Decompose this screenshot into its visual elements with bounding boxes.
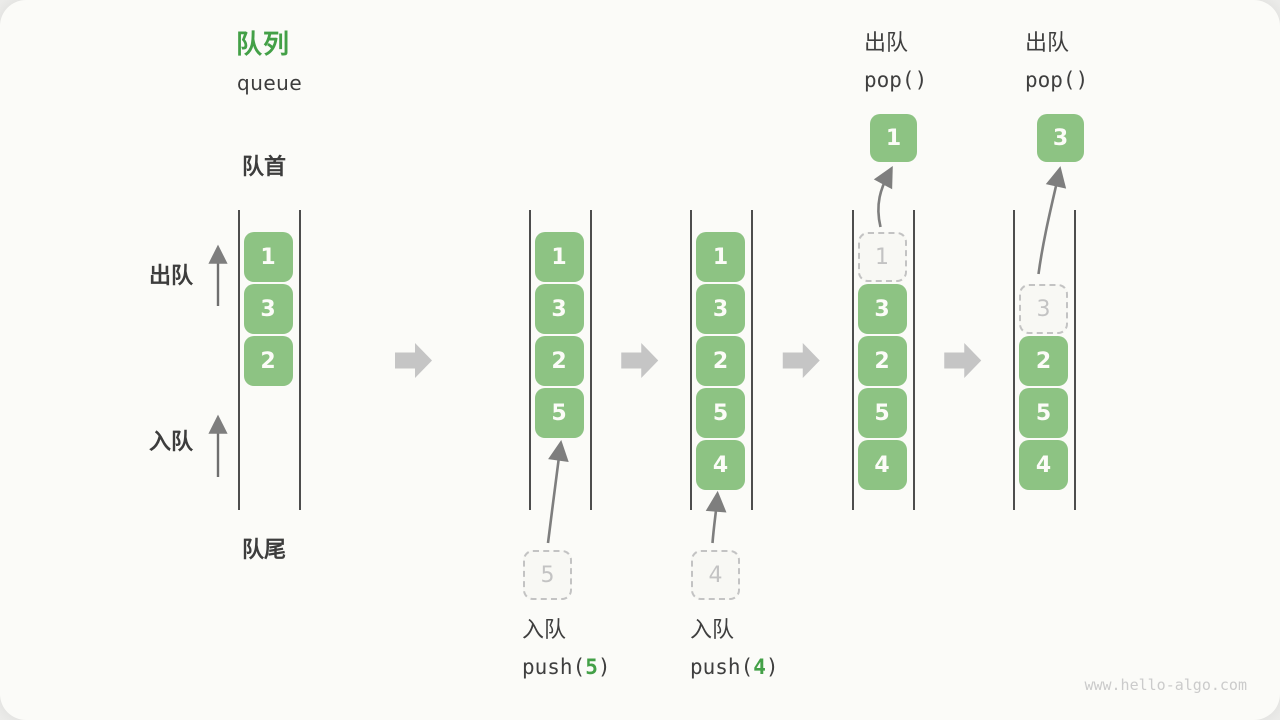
page-subtitle: queue [237, 71, 303, 95]
queue-2-right-wall [589, 210, 592, 510]
queue-5-box-4: 4 [1019, 440, 1068, 490]
watermark: www.hello-algo.com [1084, 676, 1247, 694]
push5-arrow-icon [546, 439, 569, 544]
flow-arrow-icon [782, 343, 820, 378]
queue-5-dashed-slot-3: 3 [1019, 284, 1068, 334]
flow-arrow-icon [944, 343, 982, 378]
staged-box-5: 5 [523, 550, 572, 600]
push5-code: push(5) [522, 657, 611, 678]
queue-4-left-wall [851, 210, 854, 510]
pop2-code: pop() [1025, 68, 1089, 92]
queue-3-box-4: 4 [696, 440, 745, 490]
label-dequeue-side: 出队 [149, 264, 194, 289]
push4-label: 入队 [690, 618, 735, 643]
queue-4-box-5: 5 [857, 388, 907, 438]
queue-4-right-wall [912, 210, 915, 510]
pop1-arrow-icon [873, 165, 893, 228]
queue-5-box-2: 2 [1019, 336, 1068, 386]
push4-arrow-icon [705, 490, 727, 544]
queue-1-box-3: 3 [243, 284, 293, 334]
push4-code-arg: 4 [753, 655, 766, 679]
popped-box-1: 1 [870, 114, 917, 162]
queue-4-dashed-slot-1: 1 [857, 232, 907, 282]
pop1-code: pop() [864, 68, 928, 92]
queue-4-box-2: 2 [857, 336, 907, 386]
push5-code-post: ) [597, 655, 611, 679]
queue-2-box-2: 2 [534, 336, 584, 386]
push4-code-post: ) [765, 655, 779, 679]
queue-2-left-wall [528, 210, 531, 510]
queue-4-box-3: 3 [857, 284, 907, 334]
label-queue-rear: 队尾 [242, 538, 287, 563]
page-title: 队列 [236, 30, 291, 60]
flow-arrow-icon [395, 343, 432, 378]
pop3-arrow-icon [1037, 166, 1067, 275]
queue-2-box-3: 3 [534, 284, 584, 334]
label-enqueue-side: 入队 [149, 430, 194, 455]
flow-arrow-icon [621, 343, 659, 378]
queue-4-box-4: 4 [857, 440, 907, 490]
queue-3-box-5: 5 [696, 388, 745, 438]
queue-3-right-wall [751, 210, 753, 510]
queue-5-box-5: 5 [1019, 388, 1068, 438]
queue-3-left-wall [690, 210, 692, 510]
queue-5-left-wall [1013, 210, 1015, 510]
queue-1-box-1: 1 [243, 232, 293, 282]
push4-code: push(4) [690, 657, 779, 678]
queue-1-right-wall [298, 210, 301, 510]
staged-box-4: 4 [691, 550, 740, 600]
queue-5-right-wall [1074, 210, 1076, 510]
queue-3-box-3: 3 [696, 284, 745, 334]
queue-1-box-2: 2 [243, 336, 293, 386]
push5-code-arg: 5 [585, 655, 598, 679]
queue-3-box-1: 1 [696, 232, 745, 282]
push5-code-pre: push( [522, 655, 586, 679]
queue-2-box-5: 5 [534, 388, 584, 438]
queue-3-box-2: 2 [696, 336, 745, 386]
push4-code-pre: push( [690, 655, 754, 679]
push5-label: 入队 [522, 618, 567, 643]
popped-box-3: 3 [1037, 114, 1084, 162]
pop2-label: 出队 [1025, 31, 1070, 56]
queue-2-box-1: 1 [534, 232, 584, 282]
queue-1-left-wall [237, 210, 240, 510]
pop1-label: 出队 [864, 31, 909, 56]
label-queue-front: 队首 [242, 155, 287, 180]
